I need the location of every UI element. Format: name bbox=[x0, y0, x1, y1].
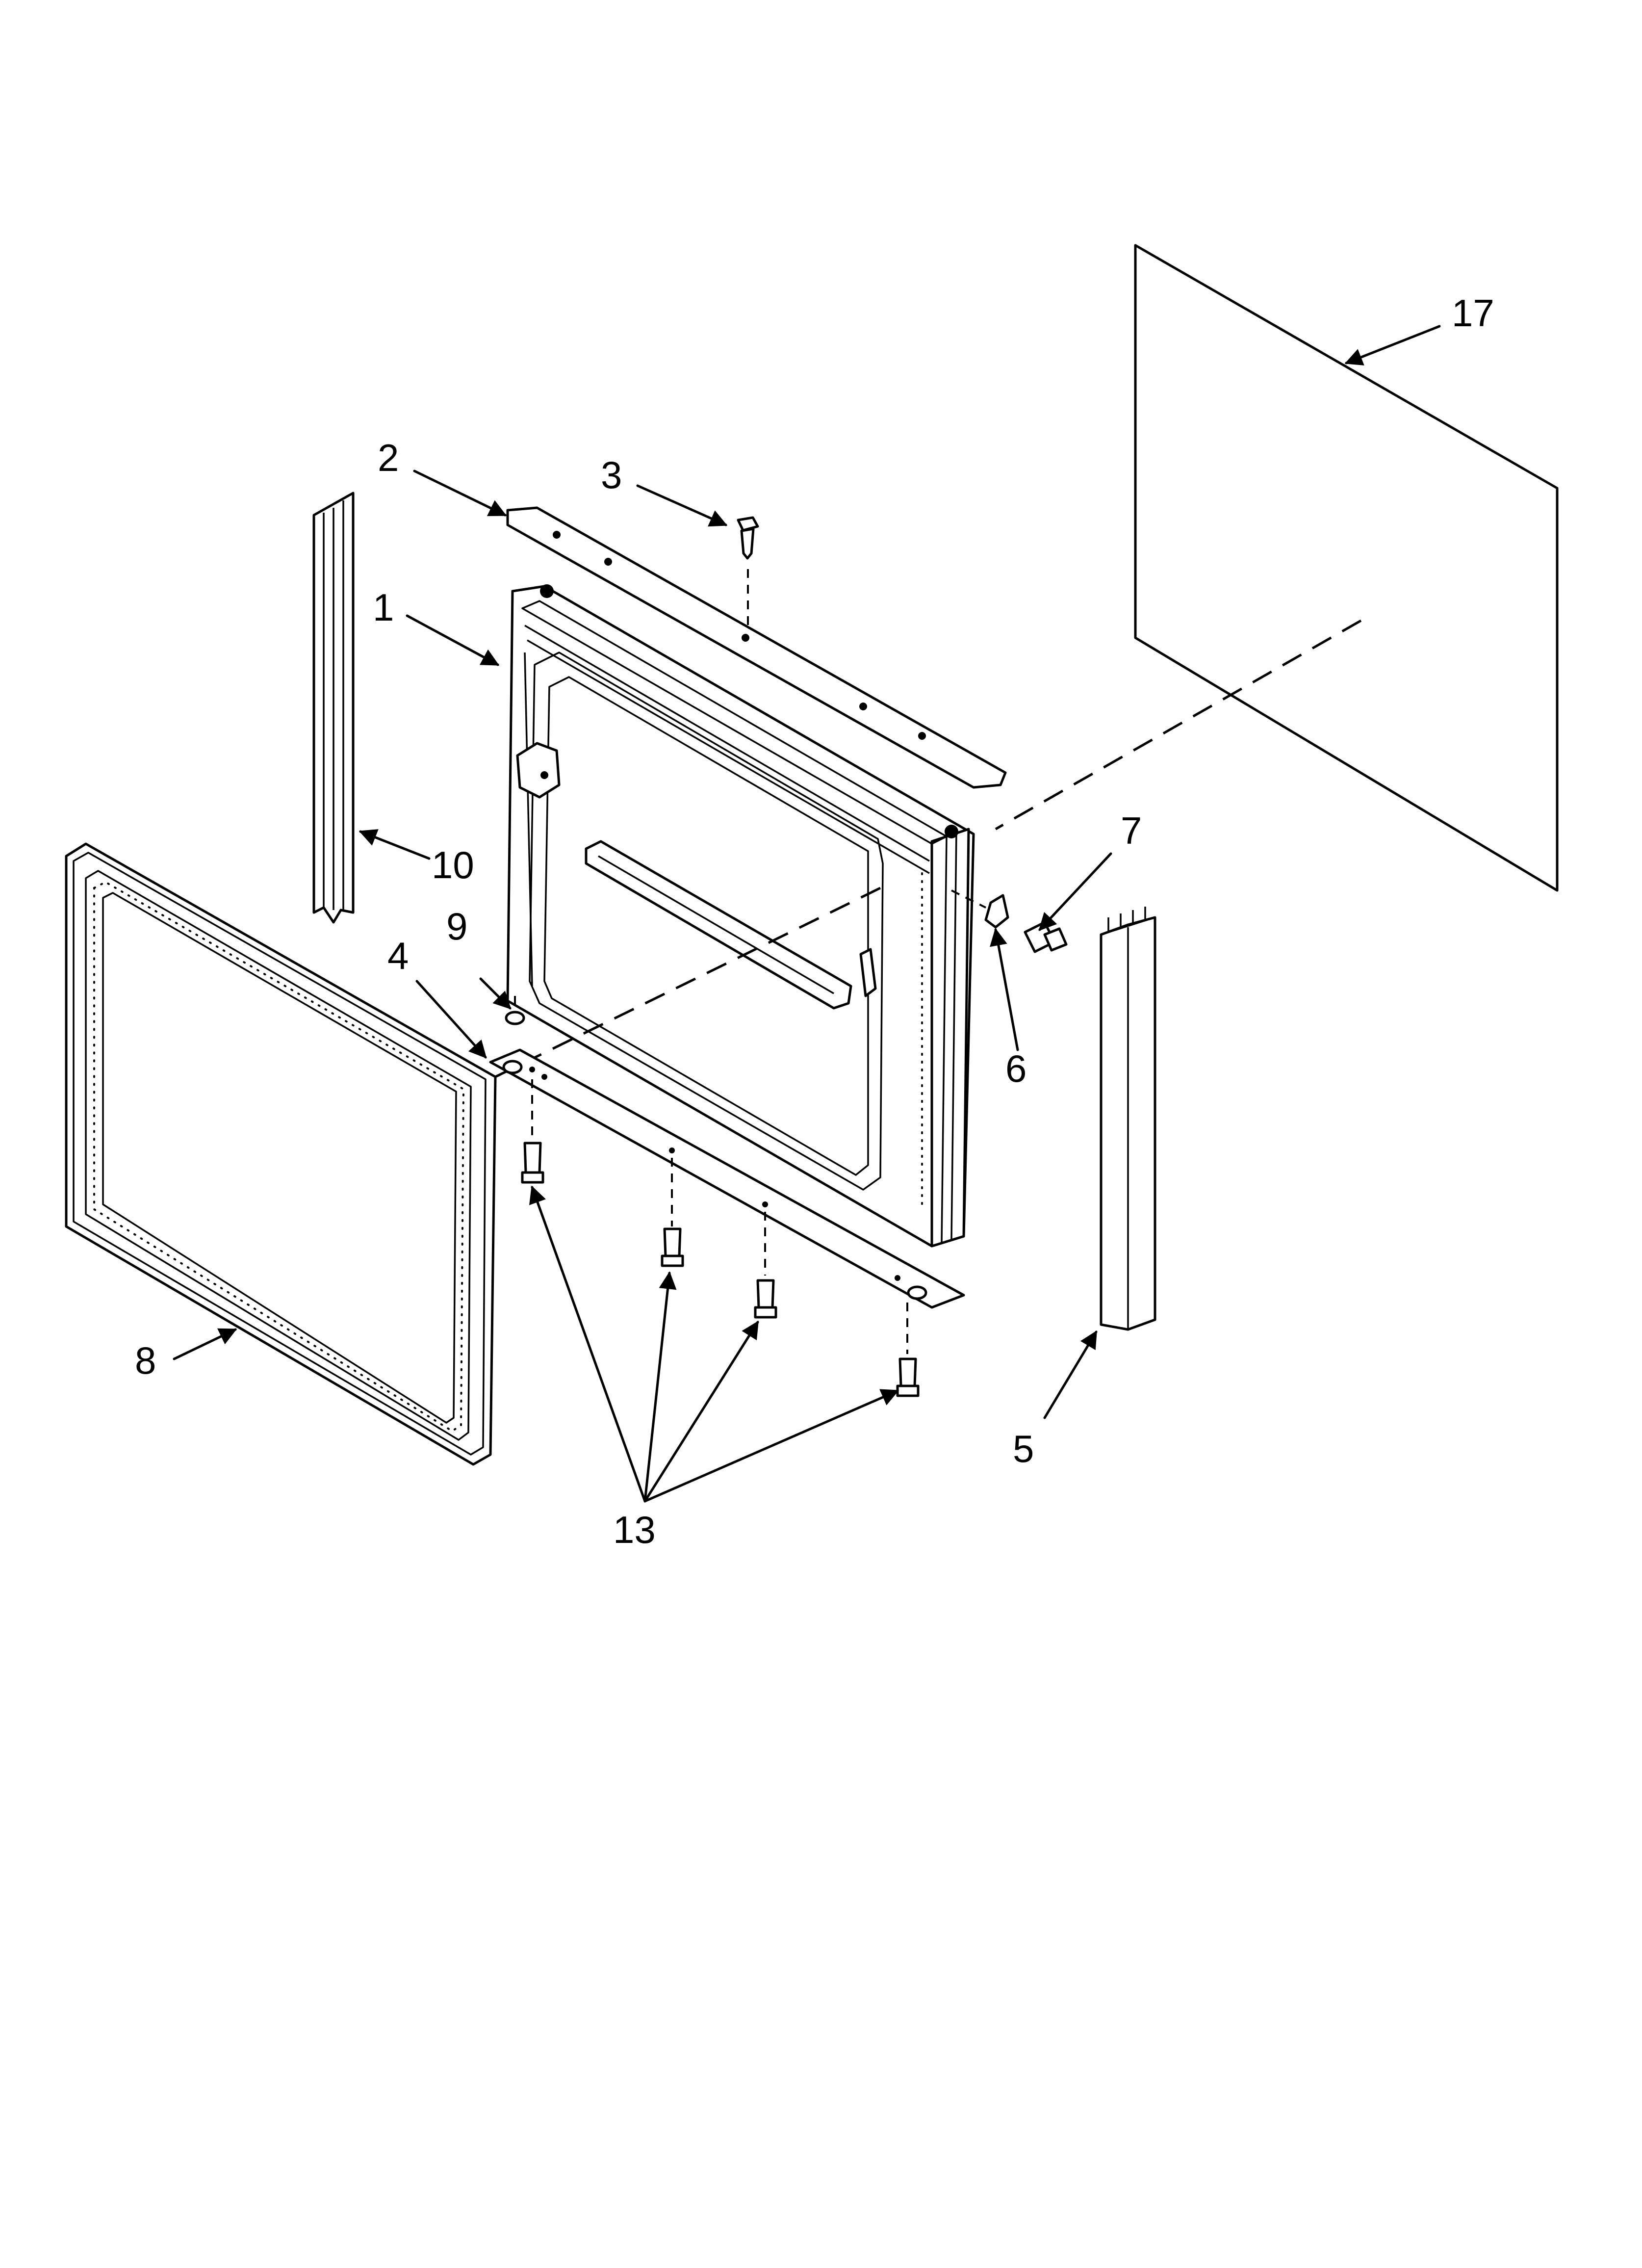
callout-8: 8 bbox=[135, 1339, 156, 1382]
callout-1: 1 bbox=[373, 586, 394, 629]
part-13-screws bbox=[521, 1079, 920, 1397]
part-8-gasket bbox=[65, 842, 497, 1466]
part-7-screw bbox=[1024, 921, 1068, 953]
callout-17: 17 bbox=[1452, 291, 1494, 335]
alignment-line-door bbox=[494, 886, 881, 1078]
callout-5: 5 bbox=[1013, 1427, 1034, 1470]
part-9-grommet bbox=[505, 996, 525, 1025]
callout-13: 13 bbox=[613, 1508, 656, 1551]
part-3-screw bbox=[737, 516, 759, 630]
callout-6: 6 bbox=[1005, 1047, 1026, 1090]
callout-7: 7 bbox=[1121, 809, 1142, 852]
part-6-clip bbox=[984, 894, 1009, 929]
alignment-line-panel bbox=[995, 619, 1362, 831]
part-17-panel bbox=[1134, 244, 1559, 892]
callout-3: 3 bbox=[601, 453, 622, 496]
part-2-top-trim bbox=[506, 506, 1007, 789]
alignment-line-7 bbox=[951, 889, 986, 909]
callout-2: 2 bbox=[378, 436, 399, 479]
leader-arrows bbox=[173, 325, 1441, 1503]
part-4-bottom-bracket bbox=[489, 1048, 965, 1309]
callout-4: 4 bbox=[387, 934, 409, 977]
part-10-left-trim bbox=[312, 492, 355, 924]
part-1-door bbox=[506, 584, 975, 1248]
callout-9: 9 bbox=[446, 905, 467, 948]
callout-10: 10 bbox=[432, 843, 474, 886]
part-5-right-trim bbox=[1100, 907, 1156, 1331]
